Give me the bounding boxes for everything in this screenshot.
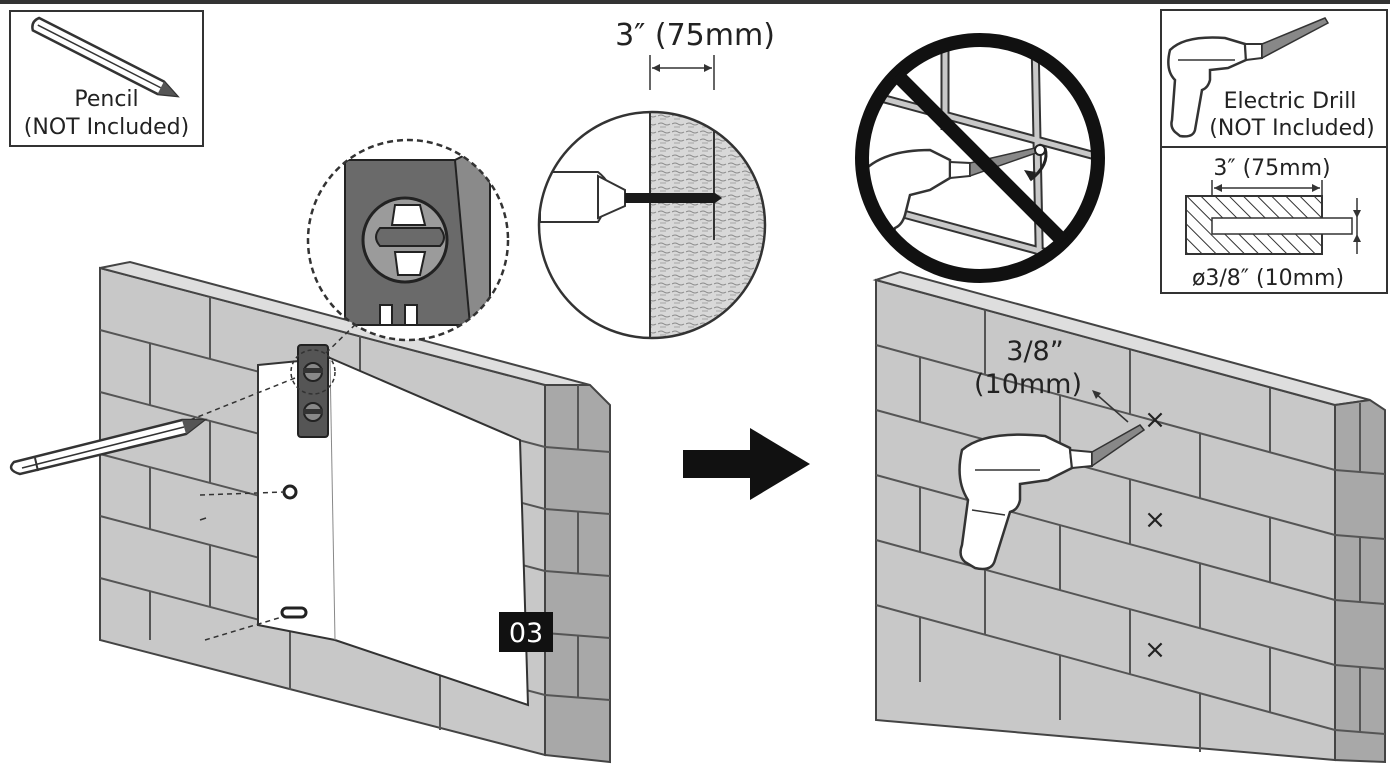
- pencil-icon: [9, 418, 208, 476]
- right-brick-wall: [872, 270, 1386, 764]
- diameter-label: ø3/8″ (10mm): [1192, 266, 1344, 291]
- drill-mark-top: ×: [1144, 405, 1166, 435]
- template-slot: [280, 606, 308, 619]
- hole-size-line2: (10mm): [974, 369, 1082, 400]
- prohibited-icon: [855, 33, 1105, 283]
- hole-size-callout: 3/8” (10mm): [974, 336, 1129, 423]
- depth-dimension: 3″ (75mm): [615, 18, 775, 90]
- bracket-zoom: [306, 138, 510, 342]
- step-badge: 03: [499, 612, 553, 652]
- pencil-name: Pencil: [74, 87, 139, 112]
- drill-icon: [958, 424, 1146, 571]
- electric-drill-icon: [1167, 17, 1330, 138]
- depth-zoom: [537, 110, 767, 340]
- drill-mark-bottom: ×: [1144, 635, 1166, 665]
- drill-name: Electric Drill: [1224, 89, 1357, 114]
- drill-depth-label: 3″ (75mm): [1213, 156, 1330, 181]
- pencil-tool-box: Pencil (NOT Included): [9, 10, 204, 147]
- pencil-icon: [31, 16, 180, 98]
- pencil-note: (NOT Included): [23, 114, 190, 140]
- drill-spec-box: Electric Drill (NOT Included) 3″ (75mm) …: [1160, 9, 1388, 294]
- bracket-icon: [290, 344, 336, 438]
- step-number: 03: [509, 618, 543, 649]
- drill-note: (NOT Included): [1209, 116, 1374, 141]
- top-border: [0, 0, 1390, 4]
- arrow-right-icon: [683, 428, 810, 500]
- hole-size-line1: 3/8”: [1006, 336, 1063, 367]
- drill-mark-middle: ×: [1144, 505, 1166, 535]
- depth-label: 3″ (75mm): [615, 18, 775, 53]
